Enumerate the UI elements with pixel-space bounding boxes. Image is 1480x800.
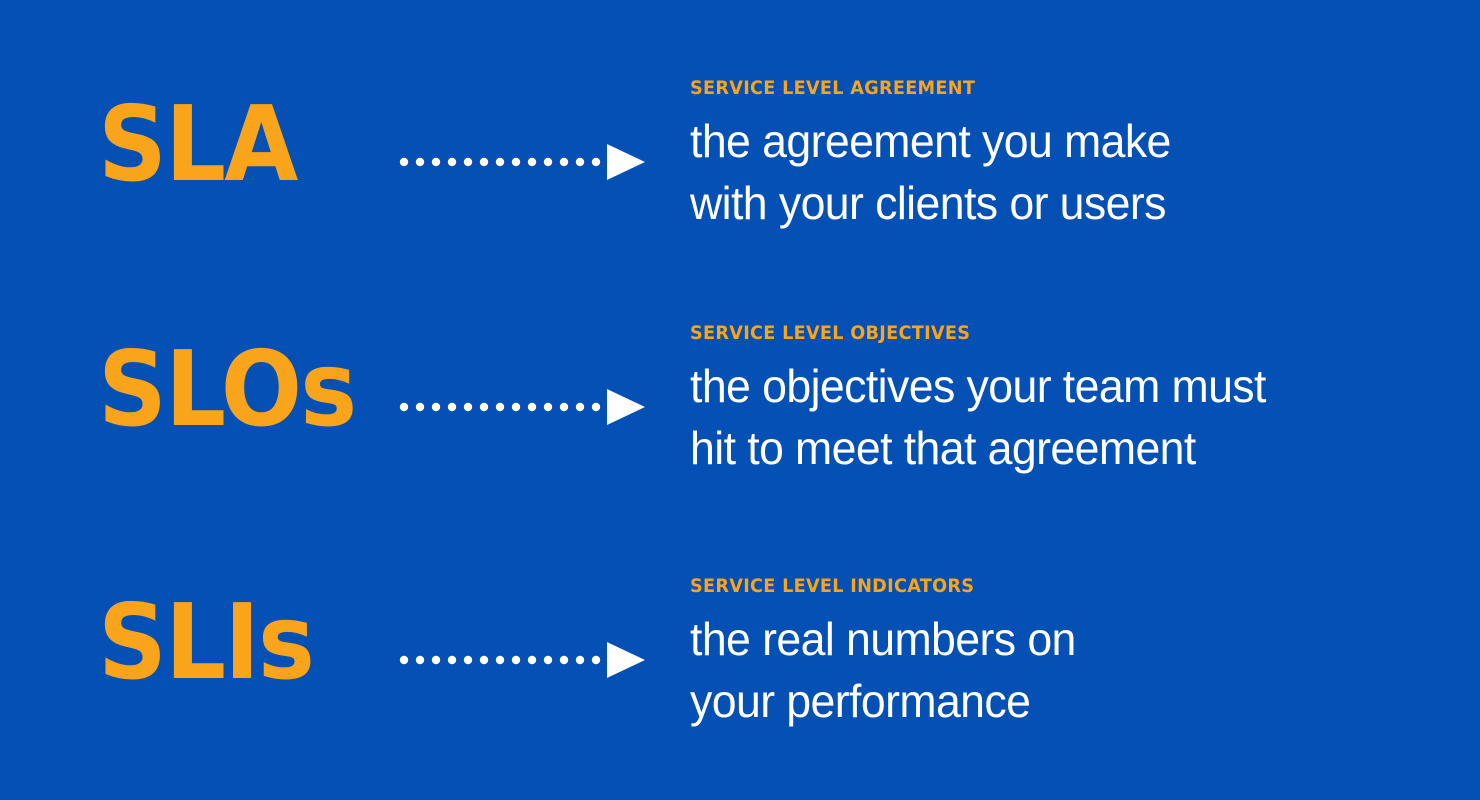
description-line: the objectives your team must xyxy=(690,360,1266,412)
description-line: your performance xyxy=(690,675,1031,727)
definition-text-slis: SERVICE LEVEL INDICATORS the real number… xyxy=(690,576,1450,732)
eyebrow-label-sla: SERVICE LEVEL AGREEMENT xyxy=(690,77,976,99)
acronym-sla: SLA xyxy=(98,83,298,205)
definition-row-sla: SLA xyxy=(0,40,1480,260)
description-slos: the objectives your team must hit to mee… xyxy=(690,355,1427,479)
definition-row-slos: SLOs xyxy=(0,285,1480,505)
dotted-arrow-right-icon-slis xyxy=(398,638,648,682)
eyebrow-label-slos: SERVICE LEVEL OBJECTIVES xyxy=(690,322,971,344)
acronym-slis: SLIs xyxy=(98,581,315,703)
acronym-slos: SLOs xyxy=(98,328,357,450)
description-line: hit to meet that agreement xyxy=(690,422,1196,474)
description-line: the agreement you make xyxy=(690,115,1171,167)
dotted-arrow-right-icon-slos xyxy=(398,385,648,429)
description-line: the real numbers on xyxy=(690,613,1076,665)
dotted-arrow-right-icon-sla xyxy=(398,140,648,184)
definition-row-slis: SLIs xyxy=(0,538,1480,758)
definition-text-sla: SERVICE LEVEL AGREEMENT the agreement yo… xyxy=(690,78,1450,234)
definition-text-slos: SERVICE LEVEL OBJECTIVES the objectives … xyxy=(690,323,1450,479)
eyebrow-label-slis: SERVICE LEVEL INDICATORS xyxy=(690,575,975,597)
description-slis: the real numbers on your performance xyxy=(690,608,1427,732)
description-line: with your clients or users xyxy=(690,177,1166,229)
description-sla: the agreement you make with your clients… xyxy=(690,110,1427,234)
